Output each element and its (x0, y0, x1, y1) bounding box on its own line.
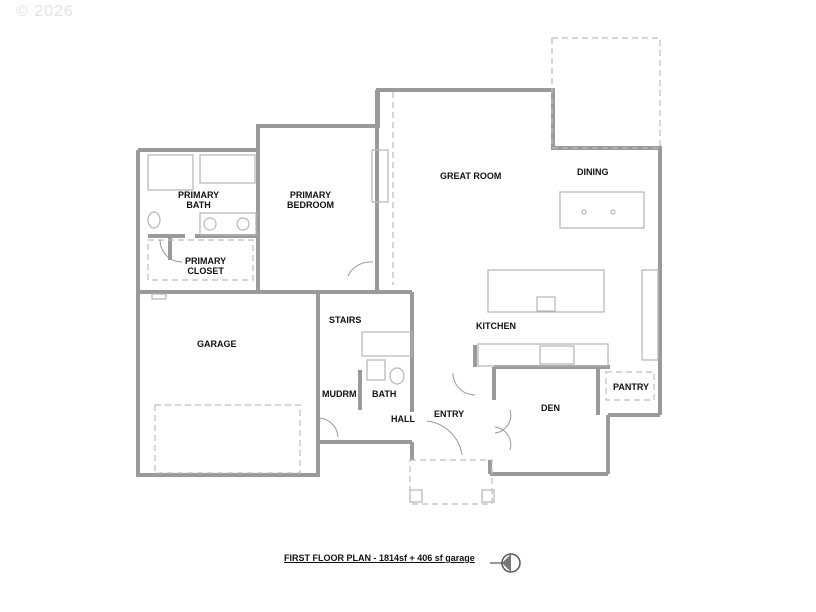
room-label-pantry: PANTRY (613, 382, 649, 392)
room-label-mudroom: MUDRM (322, 389, 357, 399)
room-label-primary-bedroom: PRIMARY BEDROOM (287, 190, 334, 210)
room-label-dining: DINING (577, 167, 609, 177)
copyright-watermark: © 2026 (16, 3, 74, 20)
room-label-kitchen: KITCHEN (476, 321, 516, 331)
plan-caption: FIRST FLOOR PLAN - 1814sf + 406 sf garag… (284, 553, 475, 563)
room-label-den: DEN (541, 403, 561, 413)
room-label-primary-bath: PRIMARY BATH (178, 190, 220, 210)
room-label-primary-closet: PRIMARY CLOSET (185, 256, 227, 276)
room-label-hall: HALL (391, 414, 415, 424)
room-label-entry: ENTRY (434, 409, 465, 419)
room-label-bath: BATH (372, 389, 397, 399)
room-label-great-room: GREAT ROOM (440, 171, 502, 181)
north-arrow-icon (490, 553, 521, 573)
room-label-garage: GARAGE (197, 339, 237, 349)
room-label-stairs: STAIRS (329, 315, 362, 325)
